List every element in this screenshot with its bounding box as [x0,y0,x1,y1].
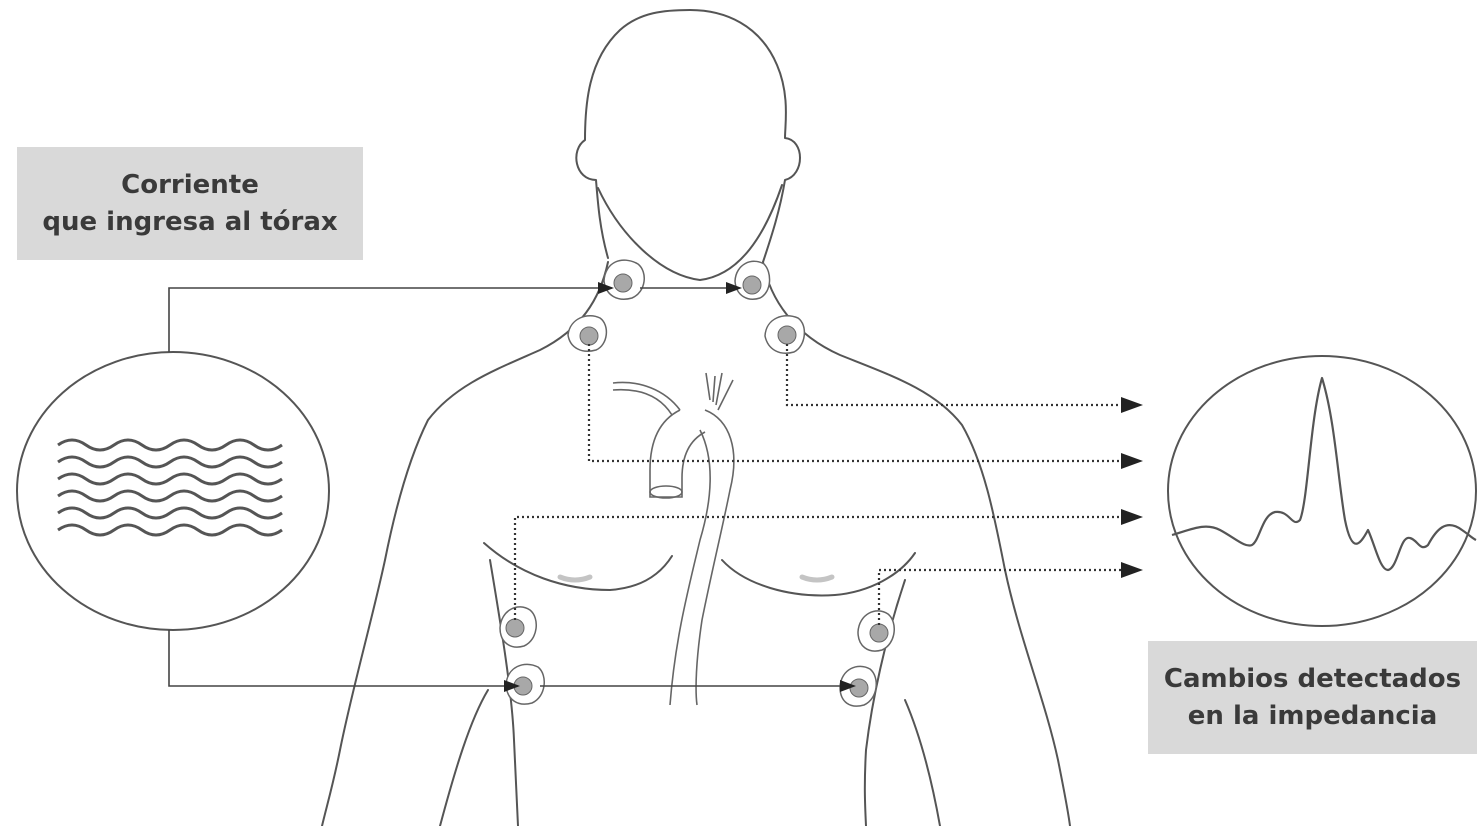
left-nipple [560,577,590,580]
impedance-waveform-icon [1168,356,1476,626]
right-pectoral [722,553,915,595]
heart-aorta-icon [613,373,734,705]
electrodes [500,260,894,706]
current-input-label-line1: Corriente [17,167,363,204]
right-nipple [802,577,832,580]
sensing-wires [515,344,1143,625]
left-arm-inner [440,690,488,826]
electrode-icon [858,611,894,651]
left-pectoral [484,543,672,590]
current-input-label: Corriente que ingresa al tórax [17,147,363,260]
impedance-changes-label: Cambios detectados en la impedancia [1148,641,1477,754]
impedance-changes-label-line1: Cambios detectados [1148,661,1477,698]
electrode-icon [735,261,770,299]
impedance-changes-label-line2: en la impedancia [1148,698,1477,735]
electrode-icon [604,260,644,299]
electrode-icon [568,316,606,351]
current-input-label-line2: que ingresa al tórax [17,204,363,241]
right-shoulder-arm [763,262,1070,826]
electrode-icon [765,316,804,353]
electrode-icon [500,607,536,647]
ac-current-source-icon [17,352,329,630]
right-arm-inner [905,700,940,826]
human-torso-outline [322,10,1070,826]
